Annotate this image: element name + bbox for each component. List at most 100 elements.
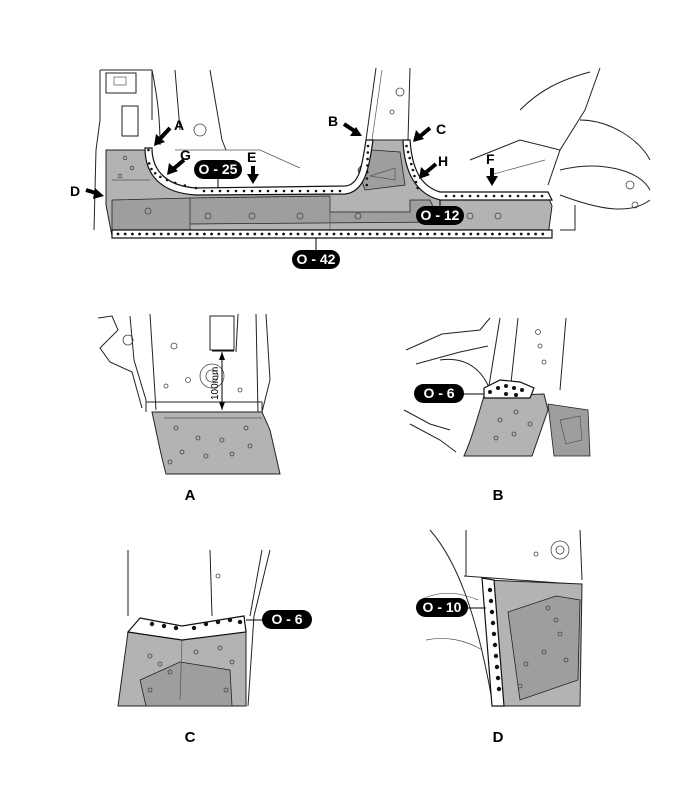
panel-hole: [229, 659, 235, 665]
weld-spot: [290, 189, 294, 193]
weld-spot: [234, 189, 238, 193]
weld-spot: [520, 388, 524, 392]
weld-spot: [368, 232, 372, 236]
weld-spot: [258, 189, 262, 193]
weld-spot: [416, 186, 420, 190]
tag-b-o6: [414, 384, 464, 403]
weld-spot: [532, 194, 536, 198]
weld-spot: [173, 181, 177, 185]
dimension-100mm: 100mm: [210, 367, 221, 400]
weld-spot: [490, 620, 496, 626]
weld-spot: [411, 168, 415, 172]
weld-spot: [365, 170, 369, 174]
weld-spot: [462, 232, 465, 236]
panel-hole: [167, 669, 173, 675]
panel-hole: [173, 425, 179, 431]
weld-spot: [527, 232, 530, 236]
weld-spot: [224, 232, 228, 236]
weld-spot: [131, 232, 134, 236]
weld-spot: [239, 232, 242, 236]
panel-hole: [147, 687, 153, 693]
panel-hole: [497, 417, 503, 423]
weld-spot: [419, 232, 422, 236]
weld-spot: [226, 189, 230, 193]
weld-spot: [483, 232, 487, 236]
weld-spot: [488, 390, 492, 394]
label-g: G: [180, 147, 191, 163]
weld-spot: [514, 393, 518, 397]
weld-spot: [495, 675, 501, 681]
weld-spot: [496, 386, 500, 390]
weld-spot: [408, 156, 412, 160]
panel-hole: [247, 443, 253, 449]
panel-hole: [541, 649, 547, 655]
weld-spot: [375, 232, 379, 236]
weld-spot: [524, 194, 528, 198]
weld-spot: [476, 194, 480, 198]
weld-spot: [469, 232, 473, 236]
panel-hole: [219, 437, 225, 443]
weld-spot: [496, 686, 502, 692]
weld-spot: [202, 189, 206, 193]
arrow-b: B: [328, 113, 362, 136]
weld-spot: [242, 189, 246, 193]
label-d: D: [70, 183, 80, 199]
weld-spot: [231, 232, 235, 236]
tag-o25-text: O - 25: [199, 161, 238, 177]
weld-spot: [161, 623, 167, 629]
weld-spot: [296, 232, 300, 236]
weld-spot: [303, 232, 307, 236]
weld-spot: [366, 157, 369, 161]
weld-spot: [203, 232, 206, 236]
detail-a: 100mm A: [97, 313, 281, 504]
weld-spot: [138, 232, 142, 236]
weld-spot: [492, 194, 496, 198]
weld-spot: [275, 232, 278, 236]
weld-spot: [383, 232, 386, 236]
panel-hole: [167, 459, 173, 465]
weld-spot: [123, 232, 127, 236]
weld-spot: [500, 194, 504, 198]
panel-hole: [523, 661, 529, 667]
tag-o42-text: O - 42: [297, 251, 336, 267]
label-b: B: [328, 113, 338, 129]
weld-spot: [227, 617, 233, 623]
weld-spot: [365, 177, 369, 180]
weld-spot: [289, 232, 293, 236]
weld-spot: [488, 598, 494, 604]
weld-spot: [540, 194, 544, 198]
weld-spot: [512, 232, 516, 236]
tag-d-o10-text: O - 10: [423, 599, 462, 615]
label-h: H: [438, 153, 448, 169]
arrow-g: G: [167, 147, 191, 175]
weld-spot: [492, 642, 498, 648]
tag-o12-text: O - 12: [421, 207, 460, 223]
panel-hole: [243, 425, 249, 431]
weld-spot: [366, 144, 370, 148]
weld-spot: [411, 232, 415, 236]
weld-spot: [274, 189, 278, 193]
weld-spot: [153, 171, 157, 175]
weld-spot: [447, 232, 451, 236]
weld-spot: [306, 189, 310, 193]
weld-spot: [504, 384, 508, 388]
weld-spot: [210, 232, 214, 236]
weld-spot: [165, 178, 169, 182]
weld-spot: [512, 386, 516, 390]
caption-a: A: [185, 487, 196, 504]
weld-spot: [460, 194, 464, 198]
detail-b: O - 6 B: [403, 317, 591, 504]
weld-spot: [494, 664, 500, 670]
panel-hole: [195, 435, 201, 441]
weld-spot: [366, 151, 370, 154]
weld-spot: [298, 189, 302, 193]
weld-spot: [152, 232, 156, 236]
weld-spot: [505, 232, 509, 236]
panel-hole: [193, 649, 199, 655]
tag-c-o6-text: O - 6: [271, 611, 302, 627]
weld-spot: [237, 619, 243, 625]
weld-spot: [210, 189, 214, 193]
weld-spot: [217, 232, 221, 236]
weld-spot: [516, 194, 520, 198]
